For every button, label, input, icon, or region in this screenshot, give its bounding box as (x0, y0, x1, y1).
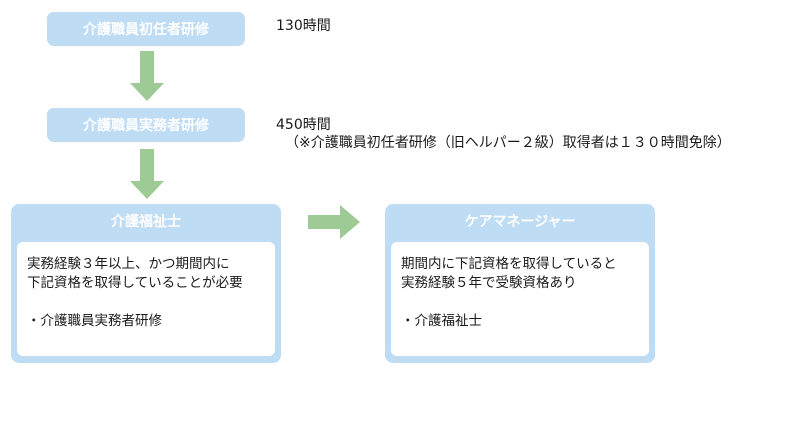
care-worker-panel: 介護福祉士 実務経験３年以上、かつ期間内に 下記資格を取得していることが必要 ・… (11, 204, 281, 363)
step-practitioner-training-note: 450時間 （※介護職員初任者研修（旧ヘルパー２級）取得者は１３０時間免除） (276, 117, 731, 151)
care-worker-body: 実務経験３年以上、かつ期間内に 下記資格を取得していることが必要 ・介護職員実務… (17, 242, 275, 356)
step-practitioner-training: 介護職員実務者研修 (47, 108, 245, 142)
care-worker-requirement: ・介護職員実務者研修 (27, 313, 162, 329)
care-manager-title: ケアマネージャー (464, 214, 576, 230)
arrow-down-icon (130, 51, 164, 101)
care-manager-body: 期間内に下記資格を取得していると 実務経験５年で受験資格あり ・介護福祉士 (391, 242, 649, 356)
care-worker-title: 介護福祉士 (111, 214, 181, 230)
arrow-down-icon (130, 149, 164, 199)
care-manager-requirement: ・介護福祉士 (401, 313, 482, 329)
arrow-right-icon (308, 205, 360, 239)
care-manager-panel: ケアマネージャー 期間内に下記資格を取得していると 実務経験５年で受験資格あり … (385, 204, 655, 363)
step-initial-training: 介護職員初任者研修 (47, 12, 245, 46)
step-initial-training-label: 介護職員初任者研修 (83, 22, 209, 38)
step-practitioner-training-label: 介護職員実務者研修 (83, 118, 209, 134)
step-initial-training-hours: 130時間 (276, 18, 331, 34)
